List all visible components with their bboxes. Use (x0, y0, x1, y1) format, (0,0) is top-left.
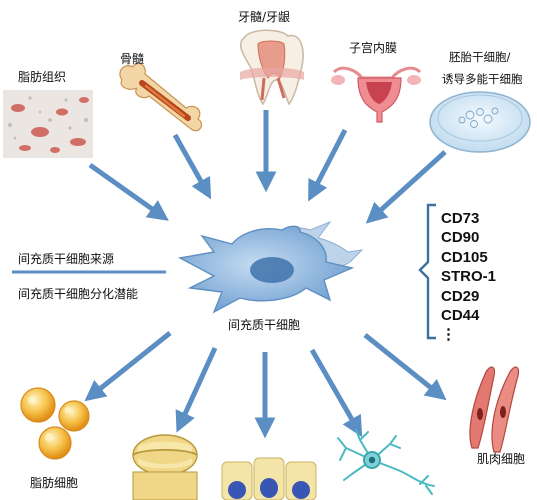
surface-marker-list: CD73 CD90 CD105 STRO-1 CD29 CD44 ⋮ (441, 209, 496, 345)
label-msc-sources: 间充质干细胞来源 (18, 252, 115, 266)
marker-bracket (418, 203, 436, 340)
label-msc: 间充质干细胞 (228, 318, 301, 332)
marker-item: CD29 (441, 287, 480, 305)
label-induced-pluripotent-stem-cells: 诱导多能干细胞 (442, 72, 523, 86)
mesenchymal-stem-cell-icon (177, 220, 364, 314)
adipocyte-icon (20, 387, 90, 460)
label-adipocyte: 脂肪细胞 (30, 476, 79, 490)
epithelial-cells-icon (221, 457, 317, 500)
marker-item: CD105 (441, 248, 488, 266)
marker-item: ⋮ (441, 326, 456, 344)
arrow-to-adipocyte (84, 331, 172, 402)
label-bone-marrow: 骨髓 (120, 52, 145, 66)
arrow-from-adipose (88, 162, 169, 221)
adipose-tissue-image (3, 90, 93, 158)
arrow-from-endometrium (308, 128, 348, 202)
uterus-icon (331, 66, 422, 123)
arrows-in (88, 110, 447, 224)
bone-marrow-icon (119, 62, 203, 132)
label-dental-pulp-gingiva: 牙髓/牙龈 (238, 10, 291, 24)
petri-dish-icon (429, 91, 531, 153)
label-endometrium: 子宫内膜 (349, 41, 398, 55)
label-msc-potential: 间充质干细胞分化潜能 (18, 287, 139, 301)
marker-item: STRO-1 (441, 268, 497, 286)
arrow-to-neuron (309, 348, 363, 438)
label-adipose-tissue: 脂肪组织 (18, 70, 67, 84)
arrow-from-embryonic (365, 150, 447, 224)
neuron-icon (337, 429, 435, 495)
marker-item: CD44 (441, 306, 480, 324)
label-embryonic-stem-cells: 胚胎干细胞/ (449, 50, 511, 64)
arrows-out (84, 331, 447, 439)
marker-item: CD90 (441, 229, 480, 247)
arrow-from-bone-marrow (172, 133, 212, 200)
marker-item: CD73 (441, 210, 480, 227)
tooth-icon (239, 29, 304, 106)
arrow-to-muscle (363, 333, 447, 401)
chondrocyte-icon (132, 434, 198, 500)
label-muscle-cell: 肌肉细胞 (477, 452, 526, 466)
muscle-cells-icon (469, 366, 520, 453)
arrow-to-chondrocyte (175, 346, 218, 433)
